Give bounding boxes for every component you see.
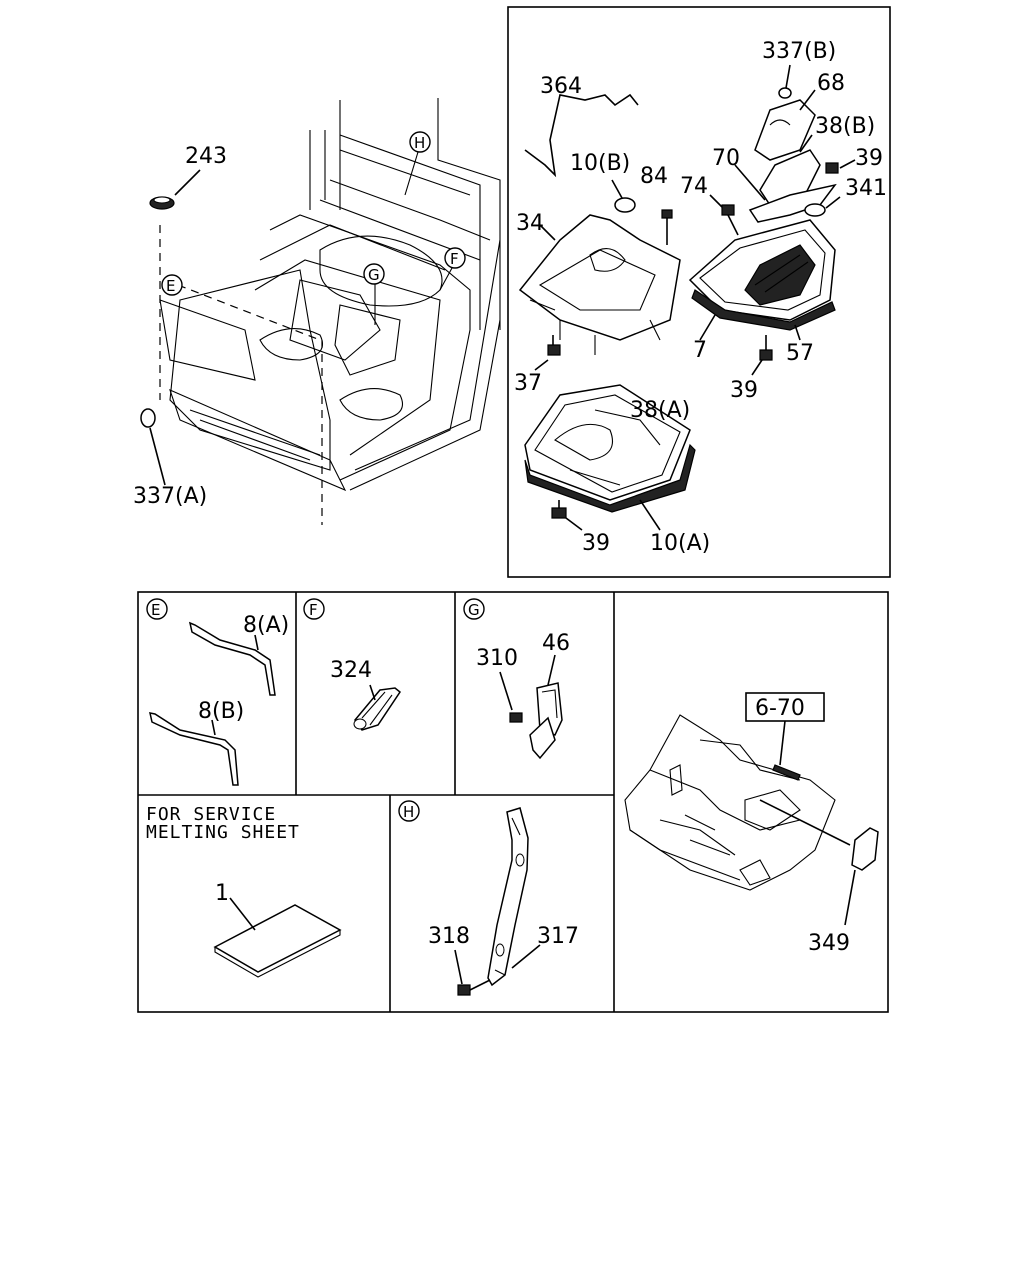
label-317: 317 — [537, 924, 579, 949]
callout-F: F — [439, 247, 466, 291]
label-337b: 337(B) — [762, 39, 836, 64]
label-310: 310 — [476, 646, 518, 671]
label-74: 74 — [680, 174, 708, 199]
under-cover-panel: 364 34 10(B) 84 37 38(A) 39 10(A) — [507, 6, 891, 578]
svg-text:H: H — [414, 134, 425, 152]
svg-text:F: F — [450, 250, 459, 268]
detail-G: G 310 46 — [463, 598, 570, 760]
label-349: 349 — [808, 931, 850, 956]
label-38b: 38(B) — [815, 114, 875, 139]
label-46: 46 — [542, 631, 570, 656]
plug-337a-icon — [140, 408, 156, 428]
label-10b: 10(B) — [570, 151, 630, 176]
label-364: 364 — [540, 74, 582, 99]
reference-view: 6-70 349 — [624, 692, 879, 956]
label-337a: 337(A) — [133, 484, 207, 509]
label-8a: 8(A) — [243, 613, 289, 638]
label-70: 70 — [712, 146, 740, 171]
reference-6-70[interactable]: 6-70 — [755, 696, 805, 721]
detail-grid-frame — [137, 591, 889, 1013]
callout-G: G — [363, 263, 385, 325]
callout-E: E — [161, 274, 183, 296]
label-341: 341 — [845, 176, 887, 201]
label-38a: 38(A) — [630, 398, 690, 423]
label-68: 68 — [817, 71, 845, 96]
label-318: 318 — [428, 924, 470, 949]
detail-H: H 318 317 — [398, 800, 579, 996]
detail-E: E 8(A) 8(B) — [146, 598, 289, 786]
callout-H: H — [404, 131, 431, 196]
service-line-1: FOR SERVICE — [146, 804, 276, 825]
label-1: 1 — [215, 881, 229, 906]
label-8b: 8(B) — [198, 699, 244, 724]
label-7: 7 — [693, 338, 707, 363]
svg-text:E: E — [166, 277, 175, 295]
service-line-2: MELTING SHEET — [146, 822, 300, 843]
label-39-bottom: 39 — [582, 531, 610, 556]
detail-service-sheet: FOR SERVICE MELTING SHEET 1 — [146, 804, 342, 978]
label-34: 34 — [516, 211, 544, 236]
label-37: 37 — [514, 371, 542, 396]
label-324: 324 — [330, 658, 372, 683]
label-10a: 10(A) — [650, 531, 710, 556]
reference-box — [745, 692, 825, 722]
label-84: 84 — [640, 164, 668, 189]
svg-text:G: G — [368, 266, 380, 284]
detail-F: F 324 — [303, 598, 402, 731]
label-243: 243 — [185, 144, 227, 169]
callout-G-detail: G — [468, 601, 480, 619]
label-57: 57 — [786, 341, 814, 366]
callout-F-detail: F — [309, 601, 318, 619]
callout-E-detail: E — [151, 601, 160, 619]
label-39-top: 39 — [855, 146, 883, 171]
label-39-mid: 39 — [730, 378, 758, 403]
callout-H-detail: H — [403, 803, 414, 821]
floor-assembly-view: 243 337(A) E F G H — [133, 98, 501, 525]
